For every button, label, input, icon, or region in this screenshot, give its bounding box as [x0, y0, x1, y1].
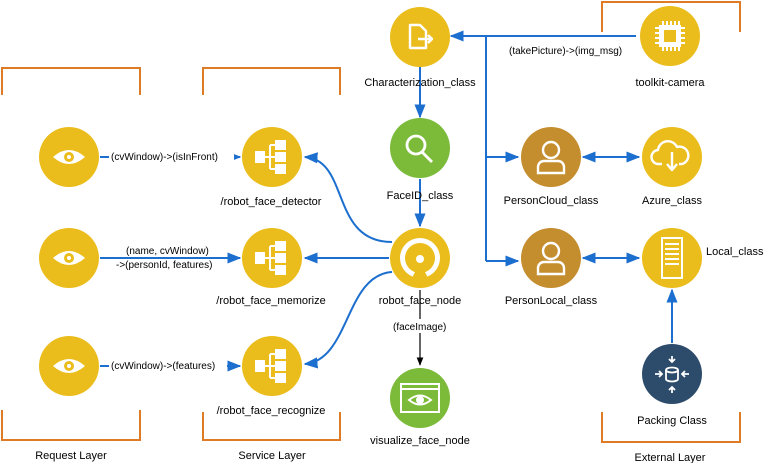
request-detector-node[interactable]: [39, 127, 99, 187]
database-compress-icon: [655, 356, 689, 393]
robot-face-detector-node[interactable]: [242, 127, 302, 187]
personlocal-node[interactable]: [521, 228, 581, 288]
service-layer-label: Service Layer: [238, 450, 306, 462]
take-picture-label-bg: [506, 43, 624, 57]
faceid-node[interactable]: [390, 118, 450, 178]
robot-face-detector-label: /robot_face_detector: [221, 196, 322, 208]
person-icon: [536, 241, 566, 276]
request-layer-bracket-top: [1, 67, 141, 95]
robot-face-memorize-label: /robot_face_memorize: [216, 295, 325, 307]
toolkit-camera-label: toolkit-camera: [635, 77, 705, 89]
recognize-call-label: (cvWindow)->(features): [111, 361, 215, 372]
server-icon: [661, 237, 683, 279]
face-image-label-bg: [390, 319, 452, 333]
chip-icon: [655, 21, 685, 51]
packing-label: Packing Class: [637, 415, 707, 427]
memorize-call-label-1: (name, cvWindow): [126, 246, 209, 257]
detector-call-label-bg: [109, 149, 234, 163]
service-layer-bracket-top: [202, 67, 341, 95]
external-layer-bracket-top: [601, 1, 741, 32]
hierarchy-icon: [255, 241, 286, 275]
packing-node[interactable]: [642, 344, 702, 404]
request-memorize-node[interactable]: [39, 228, 99, 288]
azure-label: Azure_class: [642, 195, 702, 207]
edge-node-to-detector: [303, 152, 393, 243]
azure-node[interactable]: [642, 127, 702, 187]
eye-icon: [53, 150, 85, 164]
cloud-download-icon: [650, 140, 690, 172]
eye-icon: [53, 359, 85, 373]
hierarchy-icon: [255, 349, 286, 383]
robot-face-node[interactable]: [390, 228, 450, 288]
detector-call-label: (cvWindow)->(isInFront): [111, 152, 218, 163]
robot-face-memorize-node[interactable]: [242, 228, 302, 288]
robot-face-recognize-node[interactable]: [242, 336, 302, 396]
personlocal-label: PersonLocal_class: [505, 295, 598, 307]
visualize-face-node[interactable]: [390, 368, 450, 428]
request-layer-bracket-bottom: [1, 410, 141, 441]
local-label: Local_class: [706, 246, 764, 258]
document-export-icon: [408, 23, 434, 50]
person-icon: [536, 140, 566, 175]
face-lens-icon: [400, 238, 440, 278]
edge-node-to-recognize: [303, 271, 393, 369]
faceid-label: FaceID_class: [387, 190, 454, 202]
eye-icon: [53, 251, 85, 265]
hierarchy-icon: [255, 140, 286, 174]
request-recognize-node[interactable]: [39, 336, 99, 396]
request-layer-label: Request Layer: [35, 450, 107, 462]
recognize-call-label-bg: [109, 358, 227, 372]
external-layer-label: External Layer: [635, 452, 706, 463]
external-layer-bracket-bottom: [601, 412, 741, 443]
local-node[interactable]: [642, 228, 702, 288]
service-layer-bracket-bottom: [202, 412, 341, 441]
visualize-face-node-label: visualize_face_node: [370, 435, 470, 447]
characterization-label: Characterization_class: [364, 77, 476, 89]
personcloud-label: PersonCloud_class: [504, 195, 599, 207]
robot-face-recognize-label: /robot_face_recognize: [217, 405, 326, 417]
personcloud-node[interactable]: [521, 127, 581, 187]
robot-face-node-label: robot_face_node: [379, 295, 462, 307]
characterization-node[interactable]: [390, 7, 450, 67]
monitor-eye-icon: [400, 383, 440, 413]
take-picture-label: (takePicture)->(img_msg): [509, 46, 622, 57]
face-image-label: (faceImage): [393, 322, 446, 333]
memorize-call-label-2: ->(personId, features): [116, 260, 212, 271]
magnifier-icon: [405, 134, 433, 163]
toolkit-camera-node[interactable]: [640, 6, 700, 66]
